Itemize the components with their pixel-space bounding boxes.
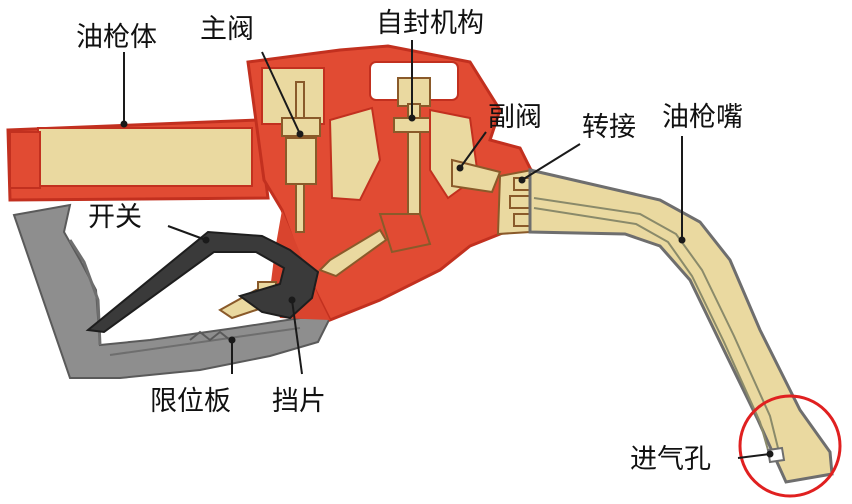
label-nozzle-spout: 油枪嘴: [662, 102, 743, 133]
nozzle-spout: [496, 168, 834, 484]
label-aux-valve: 副阀: [488, 102, 542, 133]
label-stop-plate: 挡片: [272, 386, 326, 417]
leader-lines: [120, 40, 774, 459]
vent-hole-highlight: [738, 394, 842, 498]
label-trigger: 开关: [88, 202, 142, 233]
label-self-seal: 自封机构: [376, 8, 484, 39]
inner-components: [9, 61, 502, 320]
label-main-valve: 主阀: [200, 14, 254, 45]
label-gun-body: 油枪体: [76, 22, 157, 53]
trigger-lever: [85, 230, 320, 334]
labels: 油枪体 主阀 自封机构 副阀 转接 油枪嘴 开关 限位板 挡片 进气孔: [76, 8, 743, 475]
label-limit-plate: 限位板: [150, 386, 231, 417]
label-adapter: 转接: [582, 112, 636, 143]
label-vent-hole: 进气孔: [630, 444, 711, 475]
